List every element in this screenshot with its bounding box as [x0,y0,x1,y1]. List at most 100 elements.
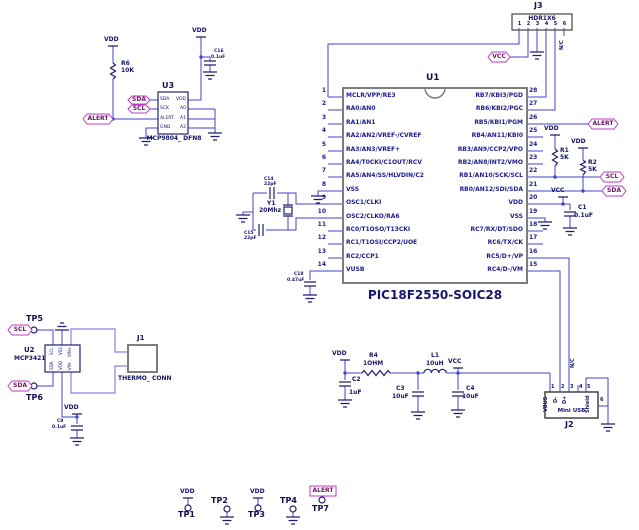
ground-icon [219,516,235,525]
u1-pin-number: 3 [321,114,326,121]
u3-partname: MCP9804_ DFN8 [146,135,202,142]
j2-nc-label: N/C [570,358,576,368]
j2-partname: Mini USB [557,408,586,414]
scl-net-tag: SCL [13,326,27,333]
vcc-tag-shape [487,51,511,63]
tp3-label: TP3 [248,510,265,519]
u1-pin-name: RA0/AN0 [346,105,376,112]
sda-tag-shape [127,95,151,105]
ground-icon [529,51,545,60]
thermo-wires [70,328,128,394]
testpoint-circle [184,504,192,512]
alert-tag-shape [587,118,619,130]
j2-pin-number: 1 [551,384,555,390]
u1-pin-number: 25 [529,127,538,134]
j3-pin-number: 5 [553,21,558,27]
u3-pin-name: GND [160,124,171,130]
u1-pin-number: 17 [529,234,538,241]
u2-refdes: U2 [24,346,35,354]
ground-icon [69,437,85,446]
tp5-label: TP5 [26,314,43,323]
ground-icon [450,409,466,418]
alert-tag-shape [309,485,337,497]
j3-refdes: J3 [534,1,543,10]
u3-refdes: U3 [162,81,175,90]
vdd-label: VDD [332,350,347,357]
u3-pin-name: A2 [180,124,186,130]
u1-pin-number: 20 [529,194,538,201]
l1-value: 10uH [426,359,444,367]
u1-pin-number: 23 [529,154,538,161]
resistor-r4 [361,369,391,377]
sda-net-tag: SDA [607,187,621,194]
u1-pin-number: 7 [321,167,326,174]
y1-refdes: Y1 [267,200,276,207]
j3-pin-number: 3 [535,21,540,27]
j2-body [544,391,599,419]
r2-refdes: R2 [588,159,597,166]
c18-refdes: C18 [294,272,304,277]
u1-pin-name: RB5/KBI1/PGM [474,119,523,126]
c4-value: 10uF [462,392,479,400]
u1-pin-number: 28 [529,87,538,94]
alert-net-tag: ALERT [592,120,614,127]
power-bars [72,36,588,499]
u2-pin-name: VIN+ [67,346,72,357]
u1-pin-number: 19 [529,208,538,215]
u1-pin-name: RC5/D+/VP [486,253,523,260]
vcc-label: VCC [551,187,565,194]
u1-pin-name: OSC1/CLKI [346,199,382,206]
u1-pin-name: RA5/AN4/SS/HLVDIN/C2 [346,172,424,179]
c3-value: 10uF [392,392,409,400]
scl-net-tag: SCL [605,173,619,180]
u1-pin-name: VSS [509,213,523,220]
c18-value: 0.47uF [287,277,305,283]
ground-icon [562,227,578,236]
vcc-label: VCC [448,358,462,365]
u1-pin-number: 8 [321,181,326,188]
u1-pin-name: RA1/AN1 [346,119,376,126]
c3-refdes: C3 [396,384,405,392]
ground-icon [235,214,251,223]
vcc-net-tag: VCC [492,53,506,60]
j2-pin-number: 4 [579,384,583,390]
r2-value: 5K [588,166,597,173]
u1-pin-number: 9 [321,194,326,201]
resistor-r6 [109,62,117,80]
c16-value: 0.1uF [211,54,226,60]
r4-value: 1OHM [363,359,384,367]
ground-icon [337,399,353,408]
r4-refdes: R4 [369,352,378,359]
scl-tag-shape [127,104,151,114]
ground-icon [537,221,553,230]
u3-body [157,91,189,135]
j1-body [127,344,158,373]
vdd-label: VDD [192,27,207,34]
tp7-label: TP7 [312,504,329,513]
u1-pin-number: 18 [529,221,538,228]
u1-pin-name: RC6/TX/CK [487,239,523,246]
u1-pin-number: 2 [321,100,326,107]
u1-pin-name: OSC2/CLKO/RA6 [346,213,400,220]
u1-pin-number: 5 [321,141,326,148]
j2-pin-number: 2 [561,384,565,390]
j3-nc-label: N/C [559,40,565,50]
j2-pin-name: VBUS [543,396,549,412]
c1-refdes: C1 [578,204,587,211]
u3-pin-name: VDD [175,96,186,102]
u3-pin-name: ALERT [160,115,174,121]
u1-pin-number: 10 [317,208,326,215]
j2-pin-name: D+ [562,395,568,405]
u2-pin-name: VDD [58,361,63,370]
ground-icon [207,132,223,141]
c15-value: 22pF [244,236,257,241]
r6-value: 10K [121,67,134,74]
j2-pin-number: 3 [570,384,574,390]
u3-pin-name: A0 [180,105,186,111]
j2-pin-number: 5 [587,384,591,390]
u2-pin-name: SDA [49,361,54,370]
testpoint-circle [318,496,326,504]
y1-value: 20Mhz [259,207,282,214]
u1-pin-number: 21 [529,181,538,188]
